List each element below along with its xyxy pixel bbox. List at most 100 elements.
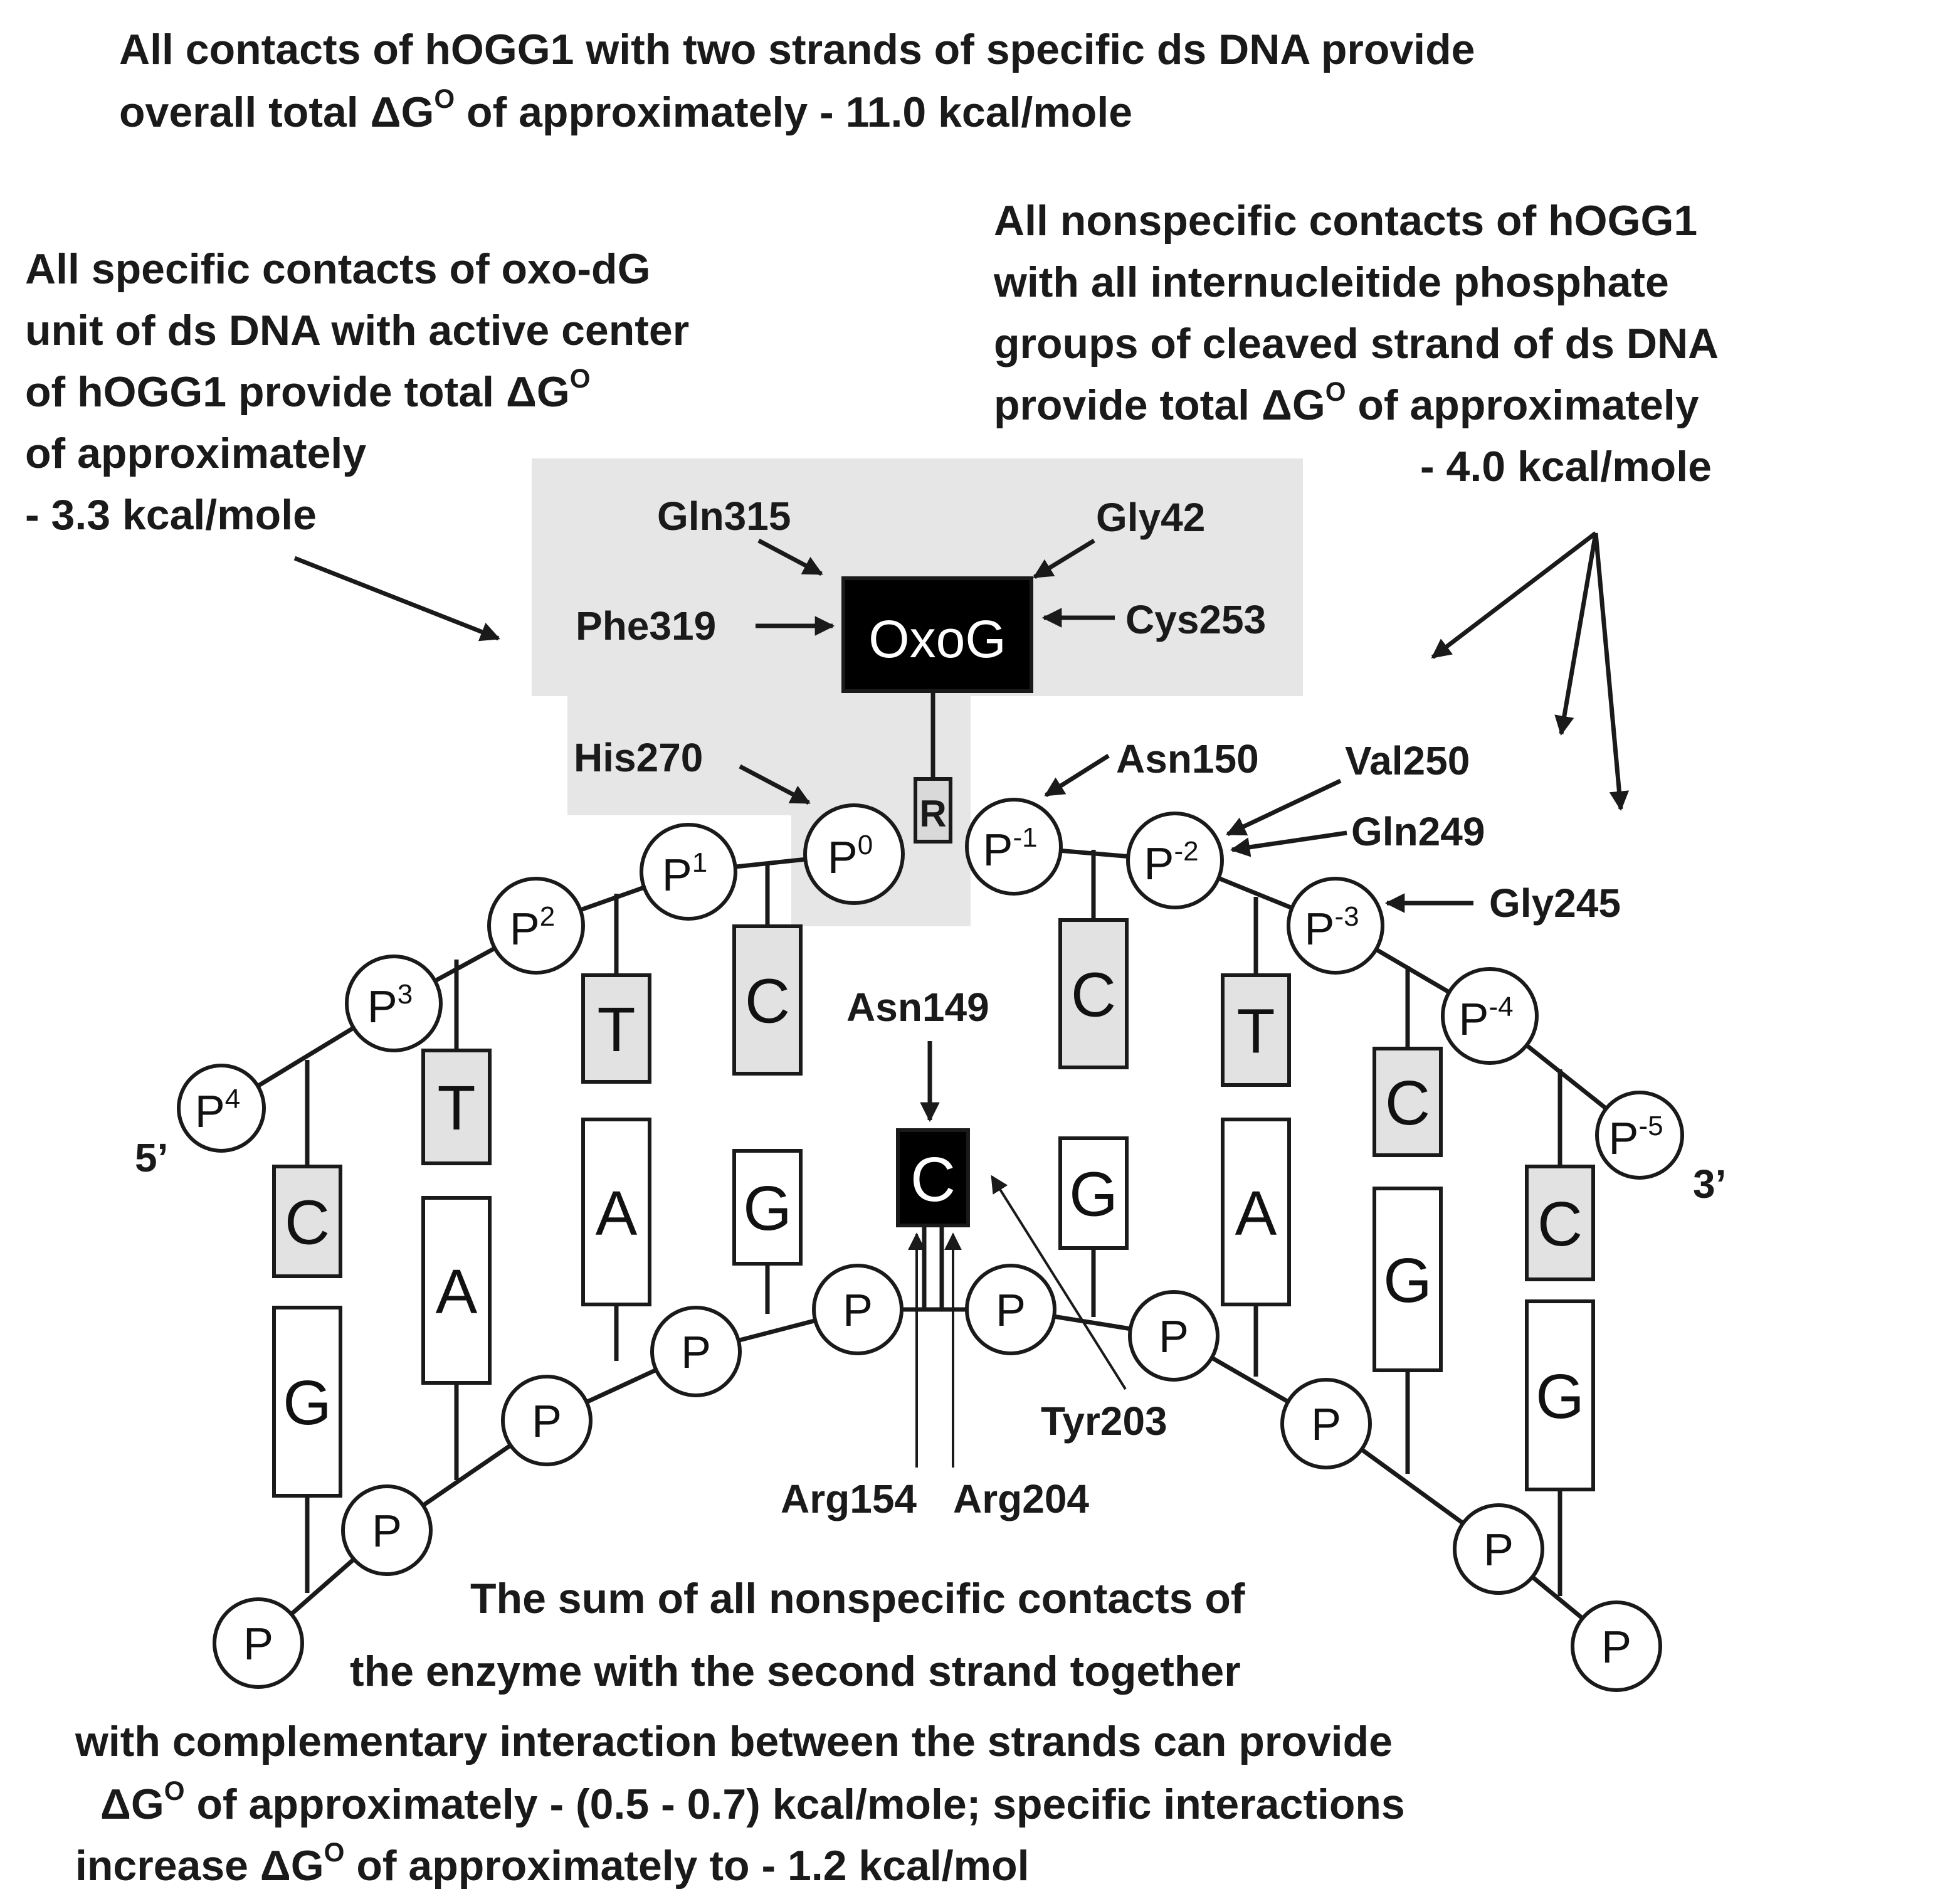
phosphate-circle xyxy=(965,1264,1056,1355)
phosphate-label: P-4 xyxy=(1458,992,1513,1045)
residue-arg204: Arg204 xyxy=(953,1476,1089,1521)
bottom-base-box xyxy=(421,1196,492,1385)
oxog-box xyxy=(841,576,1033,693)
top-base-box xyxy=(1373,1047,1443,1157)
phosphate-circle xyxy=(965,798,1063,896)
phosphate-label: P xyxy=(996,1286,1026,1336)
annotation-arrows xyxy=(293,531,1630,812)
residue-his270: His270 xyxy=(574,735,703,780)
right-annotation-arrow-3 xyxy=(1593,532,1630,812)
phosphate-circle xyxy=(650,1306,742,1397)
bottom-base-box xyxy=(732,1149,803,1266)
phosphate-label: P xyxy=(372,1506,402,1557)
residue-gln315: Gln315 xyxy=(657,494,791,539)
three-prime-label: 3’ xyxy=(1693,1161,1726,1207)
bottom-text-line5: increase ΔGO of approximately to - 1.2 k… xyxy=(75,1838,1030,1890)
bottom-text-line2: the enzyme with the second strand togeth… xyxy=(350,1648,1241,1695)
top-text-line1: All contacts of hOGG1 with two strands o… xyxy=(119,26,1475,73)
phosphate-circle xyxy=(812,1264,904,1355)
top-base-box xyxy=(581,973,651,1084)
left-annotation-arrow xyxy=(293,556,500,642)
phosphate-circle xyxy=(640,823,737,921)
phosphate-label: P2 xyxy=(510,901,556,955)
top-base-label: C xyxy=(1537,1189,1583,1259)
top-base-box xyxy=(1058,918,1129,1069)
phosphate-circle xyxy=(803,803,905,905)
bottom-text-line1: The sum of all nonspecific contacts of xyxy=(470,1575,1245,1622)
phosphate-circle xyxy=(487,877,585,975)
bottom-base-box xyxy=(1221,1118,1291,1306)
phosphate-circle xyxy=(1595,1091,1684,1180)
phosphate-label: P xyxy=(1483,1525,1514,1575)
phosphate-circle xyxy=(1128,1290,1220,1382)
bottom-base-box xyxy=(272,1306,342,1498)
residue-val250: Val250 xyxy=(1345,738,1470,783)
left-annotation: All specific contacts of oxo-dG unit of … xyxy=(25,245,689,539)
right-text-line5: - 4.0 kcal/mole xyxy=(1420,443,1712,490)
bottom-base-label: A xyxy=(596,1178,638,1249)
second-strand-backbone xyxy=(256,1307,1618,1648)
gly42-arrow xyxy=(1033,539,1095,579)
bottom-base-box xyxy=(1058,1136,1129,1250)
phosphate-label: P0 xyxy=(828,830,873,883)
top-base-label: C xyxy=(285,1188,330,1258)
phosphate-label: P4 xyxy=(195,1084,241,1137)
bottom-base-box xyxy=(1373,1187,1443,1372)
flipped-c-box xyxy=(896,1128,970,1227)
phosphate-circle xyxy=(1280,1378,1372,1469)
residue-contacts: Gln315 Gly42 Phe319 Cys253 His270 Asn150… xyxy=(574,494,1621,1521)
top-base-box xyxy=(1525,1165,1595,1281)
flipped-c-label: C xyxy=(910,1145,956,1215)
top-base-box xyxy=(272,1165,342,1278)
left-text-line1: All specific contacts of oxo-dG xyxy=(25,245,651,293)
phosphate-label: P xyxy=(681,1328,711,1378)
phosphate-label: P xyxy=(1601,1622,1631,1673)
right-annotation-arrow-2 xyxy=(1554,532,1598,736)
phosphate-circle xyxy=(341,1484,433,1576)
base-connectors xyxy=(305,850,1562,1596)
residue-phe319: Phe319 xyxy=(576,603,716,648)
phosphate-circle xyxy=(213,1597,304,1689)
phosphate-label: P xyxy=(243,1619,273,1669)
phosphate-label: P-5 xyxy=(1608,1111,1663,1164)
gln315-arrow xyxy=(757,538,823,576)
residue-gly42: Gly42 xyxy=(1096,495,1205,540)
five-prime-label: 5’ xyxy=(135,1135,168,1180)
bottom-base-label: G xyxy=(1383,1246,1432,1316)
phosphate-label: P1 xyxy=(662,847,708,901)
phosphate-circle xyxy=(1126,812,1224,909)
right-text-line1: All nonspecific contacts of hOGG1 xyxy=(994,197,1697,245)
phosphate-label: P-3 xyxy=(1304,901,1359,955)
phosphate-label: P-2 xyxy=(1144,836,1198,889)
val250-arrow xyxy=(1226,778,1342,837)
top-base-label: T xyxy=(1236,997,1275,1067)
phosphate-circle xyxy=(501,1375,593,1466)
phosphate-circle xyxy=(1453,1503,1544,1595)
residue-tyr203: Tyr203 xyxy=(1041,1399,1167,1444)
phosphate-circle xyxy=(1571,1600,1662,1692)
top-base-label: T xyxy=(597,995,635,1065)
residue-arg154: Arg154 xyxy=(781,1476,917,1521)
top-base-label: C xyxy=(1385,1068,1430,1138)
r-box xyxy=(914,777,952,844)
right-text-line2: with all internucleitide phosphate xyxy=(993,258,1669,306)
residue-asn149: Asn149 xyxy=(846,985,989,1030)
top-base-box xyxy=(421,1049,492,1165)
r-label: R xyxy=(919,793,946,835)
his270-arrow xyxy=(739,764,811,805)
bottom-base-label: G xyxy=(1536,1362,1584,1432)
residue-cys253: Cys253 xyxy=(1125,597,1266,642)
top-base-label: T xyxy=(437,1073,475,1143)
phosphate-circle xyxy=(1441,967,1539,1065)
phosphate-circle xyxy=(177,1064,266,1153)
phosphate-label: P xyxy=(1311,1400,1341,1450)
bottom-annotation: The sum of all nonspecific contacts of t… xyxy=(75,1575,1405,1890)
right-annotation-arrow-1 xyxy=(1431,531,1598,659)
phosphate-label: P xyxy=(532,1397,562,1447)
bottom-text-line4: ΔGO of approximately - (0.5 - 0.7) kcal/… xyxy=(100,1776,1405,1828)
residue-gly245: Gly245 xyxy=(1489,881,1621,926)
bottom-base-label: G xyxy=(1069,1160,1118,1230)
